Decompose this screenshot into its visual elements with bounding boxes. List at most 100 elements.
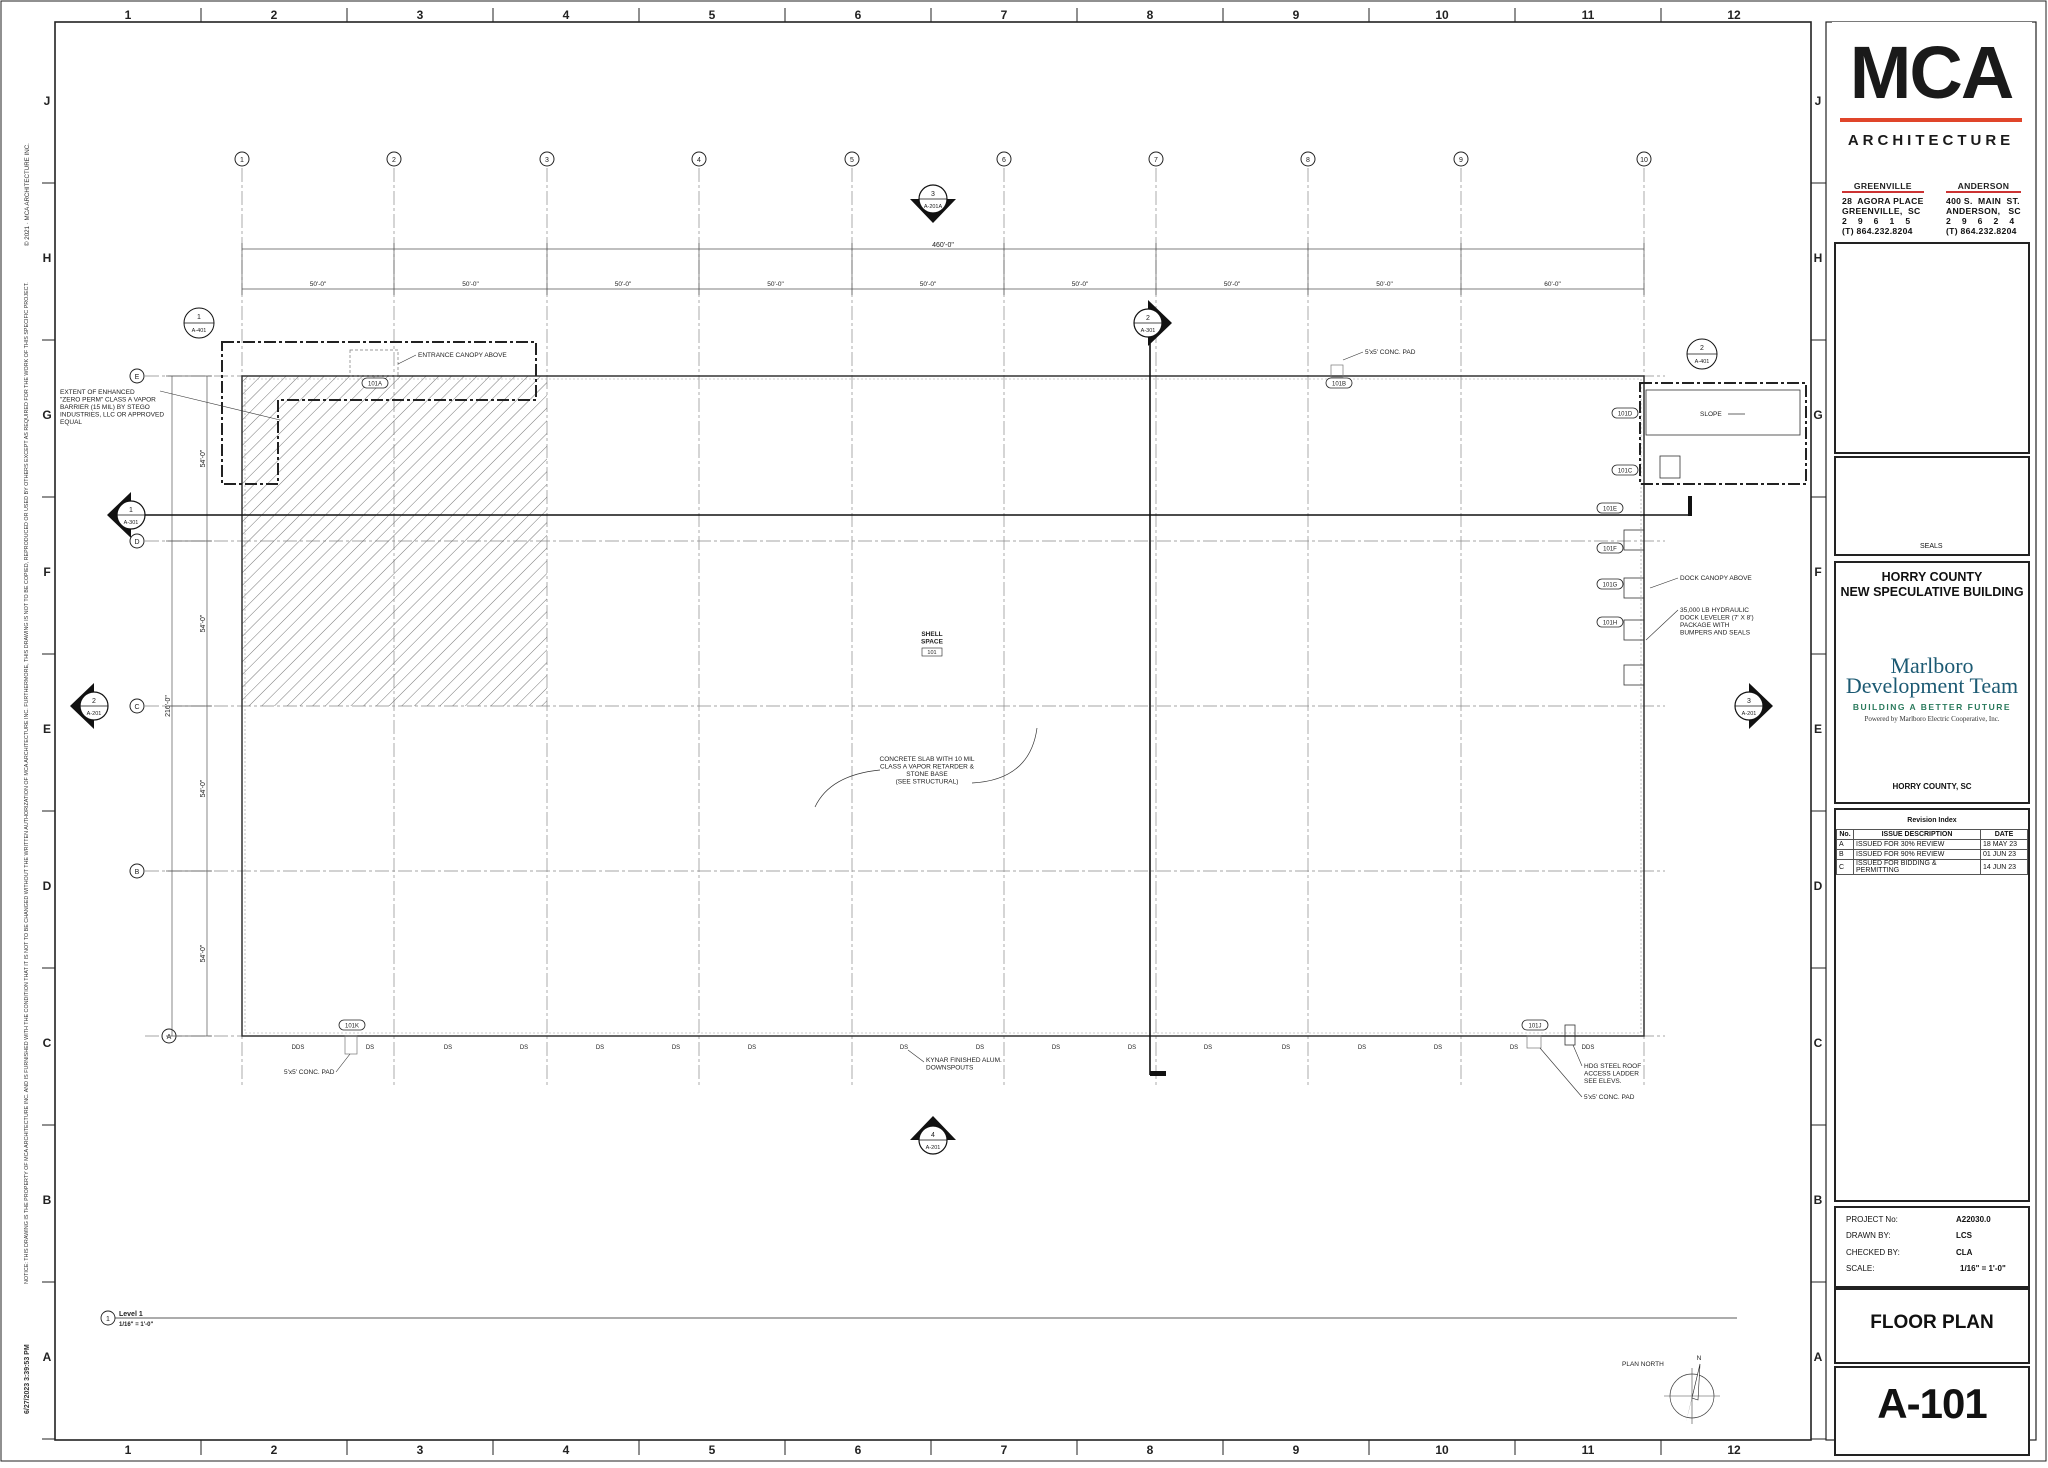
office-line: ANDERSON, SC (1946, 206, 2021, 216)
view-title-number: 1 (106, 1316, 110, 1323)
border-column-label: 4 (563, 1443, 570, 1457)
sheet-number: A-101 (1877, 1380, 1987, 1427)
office-line: 2 9 6 2 4 (1946, 216, 2015, 226)
room-tag-number: 101 (927, 650, 936, 656)
info-value: LCS (1956, 1231, 1972, 1240)
titleblock-project-box (1834, 561, 2030, 804)
overall-dimension: 460'-0" (932, 242, 954, 249)
sheet-title: FLOOR PLAN (1870, 1312, 1994, 1333)
grid-bubble-label: E (135, 374, 140, 381)
border-column-label: 11 (1582, 1443, 1595, 1457)
bay-dimension: 50'-0" (310, 281, 327, 288)
door-tag (1611, 407, 1639, 419)
client-powered: Powered by Marlboro Electric Cooperative… (1864, 715, 2000, 723)
grid-bubble (386, 151, 402, 167)
bay-dimension: 60'-0" (1544, 281, 1561, 288)
border-row-label: B (1814, 1193, 1823, 1207)
door-tag (1596, 578, 1624, 590)
ramp-slab (1645, 389, 1801, 436)
downspout-label: DS (1510, 1045, 1518, 1051)
notice-note: NOTICE: THIS DRAWING IS THE PROPERTY OF … (24, 282, 30, 1284)
downspout-label: DS (520, 1045, 528, 1051)
border-column-label: 3 (417, 8, 424, 22)
leader-line (1342, 351, 1364, 361)
grid-bubble (1148, 151, 1164, 167)
seals-label: SEALS (1920, 543, 1943, 550)
border-column-label: 4 (563, 8, 570, 22)
downspout-label: DS (900, 1045, 908, 1051)
conc-pad (1526, 1035, 1542, 1049)
bay-dimension: 50'-0" (615, 281, 632, 288)
grid-bubble-label: 2 (392, 157, 396, 164)
grid-bubble (1453, 151, 1469, 167)
grid-bubble-label: 3 (545, 157, 549, 164)
downspout-label: DS (1052, 1045, 1060, 1051)
roof-ladder-note: HDG STEEL ROOF (1584, 1063, 1641, 1070)
bay-dimension: 50'-0" (767, 281, 784, 288)
grid-bubble-label: 6 (1002, 157, 1006, 164)
dock-leveler-note: 35,000 LB HYDRAULIC (1680, 607, 1749, 614)
border-column-label: 7 (1001, 8, 1008, 22)
revision-header-row: No. ISSUE DESCRIPTION DATE (1836, 829, 2028, 840)
border-column-label: 1 (125, 1443, 132, 1457)
leader-curve (971, 727, 1038, 784)
leader-line (1649, 577, 1679, 589)
conc-pad-note: 5'x5' CONC. PAD (284, 1069, 335, 1076)
grid-bubble (129, 533, 145, 549)
roof-ladder (1564, 1024, 1576, 1046)
north-letter: N (1697, 1355, 1702, 1362)
dock-door (1623, 664, 1645, 686)
grid-bubble-label: A (167, 1034, 172, 1041)
slope-label: SLOPE (1700, 411, 1722, 418)
titleblock-sheet-title-box (1834, 1288, 2030, 1364)
conc-pad-note: 5'x5' CONC. PAD (1365, 349, 1416, 356)
border-row-label: A (1814, 1350, 1823, 1364)
grid-bubble (539, 151, 555, 167)
door-tag-label: 101K (345, 1024, 359, 1030)
grid-bubble (1636, 151, 1652, 167)
door-tag (338, 1019, 366, 1031)
border-row-label: C (43, 1036, 52, 1050)
info-value: 1/16" = 1'-0" (1960, 1264, 2006, 1273)
section-cut-end (1688, 496, 1692, 516)
door-tag (1596, 542, 1624, 554)
border-row-label: D (43, 879, 52, 893)
border-row-label: J (1815, 94, 1822, 108)
dock-leveler-note: PACKAGE WITH (1680, 622, 1730, 629)
downspout-label: DS (672, 1045, 680, 1051)
info-label: SCALE: (1846, 1264, 1875, 1273)
mca-logo: MCA ARCHITECTURE (1836, 36, 2026, 149)
titleblock-logo-box (1832, 22, 2032, 222)
grid-bubble (129, 698, 145, 714)
dock-canopy-note: DOCK CANOPY ABOVE (1680, 575, 1752, 582)
building-outline (241, 375, 1645, 1037)
revision-cell: 01 JUN 23 (1980, 849, 2028, 860)
bay-dimension: 50'-0" (1376, 281, 1393, 288)
section-marker-number: 1 (129, 507, 133, 514)
door-tag-label: 101C (1618, 469, 1633, 475)
info-label: DRAWN BY: (1846, 1231, 1891, 1240)
elevation-marker-number: 4 (931, 1132, 935, 1139)
border-column-label: 8 (1147, 8, 1154, 22)
elevation-marker-sheet: A-201 (1742, 711, 1757, 717)
downspout-label: DS (1204, 1045, 1212, 1051)
office-city: GREENVILLE (1842, 181, 1924, 193)
office-line: 400 S. MAIN ST. (1946, 196, 2020, 206)
vapor-barrier-note: EXTENT OF ENHANCED (60, 389, 135, 396)
vapor-barrier-note: "ZERO PERM" CLASS A VAPOR (60, 397, 156, 404)
border-column-label: 10 (1435, 8, 1449, 22)
vapor-barrier-note: INDUSTRIES, LLC OR APPROVED (60, 412, 164, 419)
entrance-canopy-note: ENTRANCE CANOPY ABOVE (418, 352, 507, 359)
grid-bubble (844, 151, 860, 167)
grid-bubble-label: D (134, 539, 139, 546)
downspout-label: DS (1358, 1045, 1366, 1051)
door-tag-label: 101B (1332, 382, 1346, 388)
downspout-note: KYNAR FINISHED ALUM. (926, 1057, 1002, 1064)
border-column-label: 10 (1435, 1443, 1449, 1457)
grid-bubble (691, 151, 707, 167)
bay-dimension: 50'-0" (1224, 281, 1241, 288)
info-label: PROJECT No: (1846, 1215, 1898, 1224)
project-title-line: NEW SPECULATIVE BUILDING (1840, 585, 2024, 599)
